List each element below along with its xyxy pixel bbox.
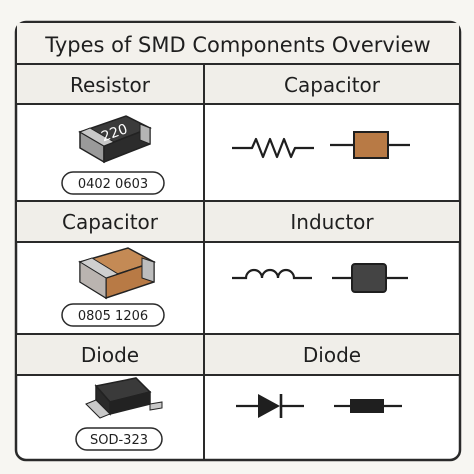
- diode-package-icon: [334, 399, 402, 413]
- inductor-package-icon: [332, 263, 408, 293]
- page-title: Types of SMD Components Overview: [44, 33, 430, 57]
- capacitor-package-icon: [330, 131, 410, 159]
- size-label-row-1: 0402 0603: [78, 177, 148, 192]
- row-2-right-header: Inductor: [290, 210, 374, 234]
- size-label-row-3: SOD-323: [90, 433, 148, 448]
- resistor-zigzag-icon: [232, 137, 314, 159]
- row-3-header-band: [17, 334, 459, 375]
- inductor-coil-icon: [232, 268, 312, 280]
- title-band: [17, 23, 459, 64]
- diode-symbol-icon: [236, 394, 304, 418]
- row-3-left-header: Diode: [81, 343, 139, 367]
- smd-capacitor-chip-icon: [78, 247, 156, 300]
- row-1-left-header: Resistor: [70, 73, 151, 97]
- row-1-right-header: Capacitor: [284, 73, 381, 97]
- row-2-left-header: Capacitor: [62, 210, 159, 234]
- size-badge-row-2: [61, 303, 165, 327]
- size-badge-row-3: [75, 427, 163, 451]
- size-label-row-2: 0805 1206: [78, 309, 148, 324]
- row-3-right-header: Diode: [303, 343, 361, 367]
- grid-lines: [16, 63, 460, 460]
- row-2-header-band: [17, 201, 459, 242]
- smd-diode-chip-icon: [85, 377, 163, 419]
- size-badge-row-1: [61, 171, 165, 195]
- row-1-header-band: [17, 64, 459, 104]
- smd-resistor-chip-icon: 220: [78, 115, 152, 164]
